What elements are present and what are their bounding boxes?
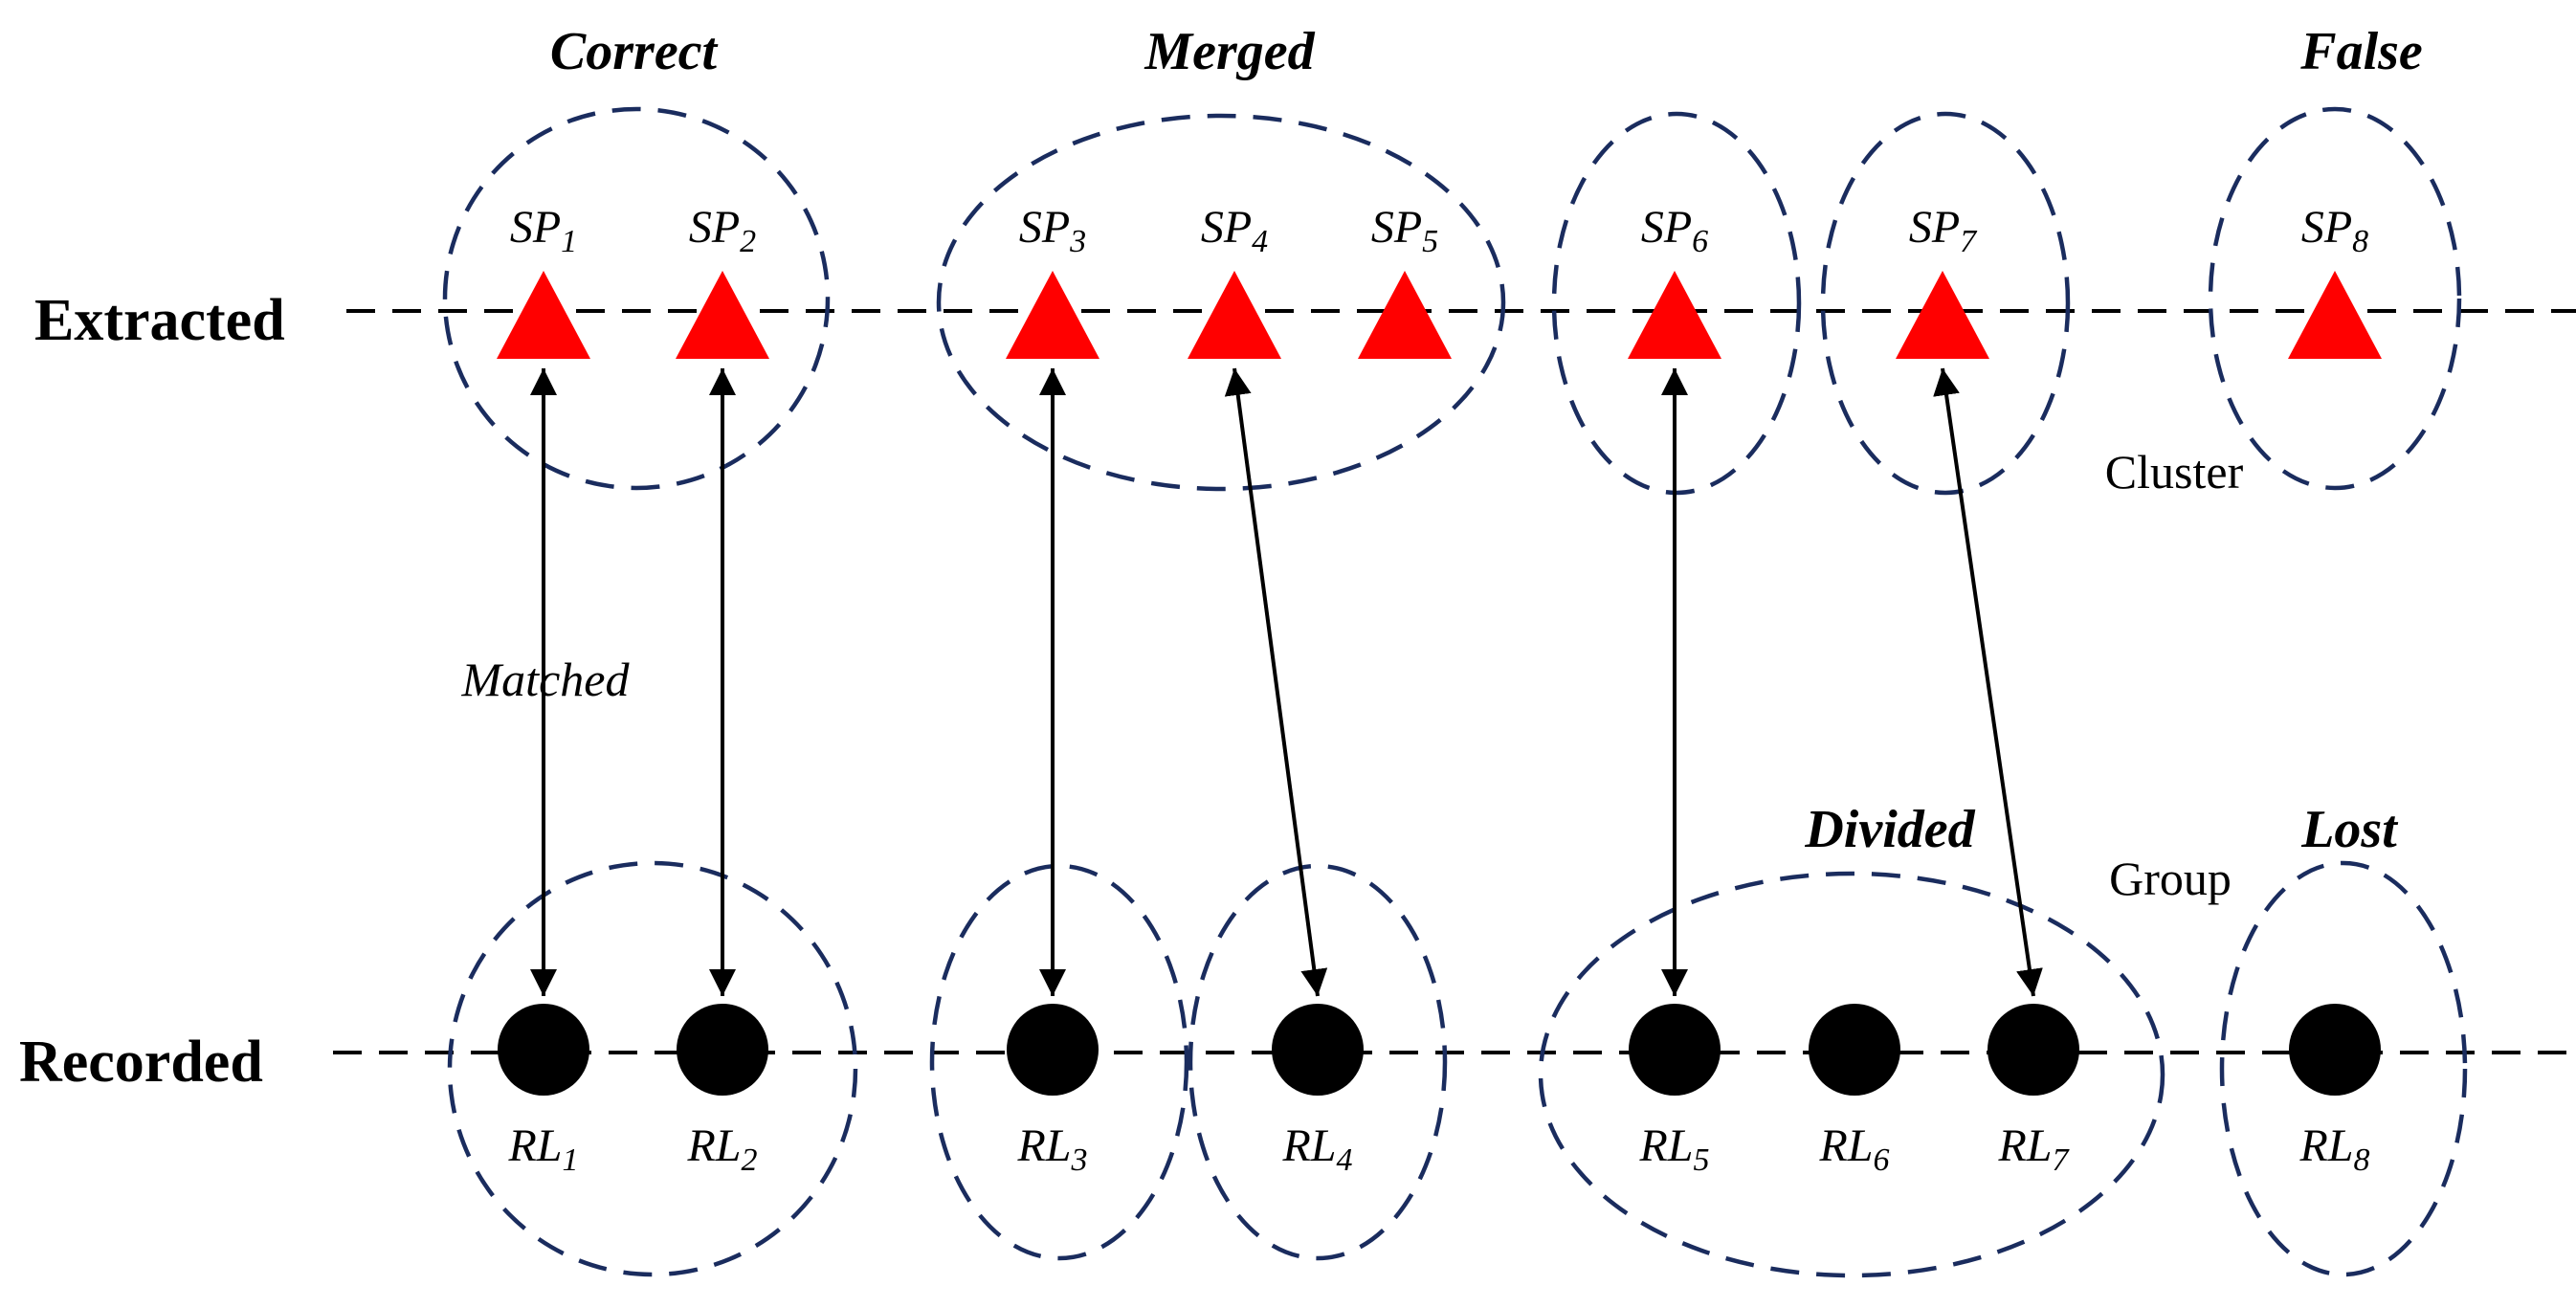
rl-node-label: RL5 [1638,1120,1709,1178]
lost-label: Lost [2300,800,2398,859]
sp-node-label: SP2 [689,202,756,259]
rl-markers [498,1004,2381,1096]
sp-node-label: SP8 [2301,202,2368,259]
rl-circle [1629,1004,1721,1096]
divided-label: Divided [1804,800,1975,859]
cluster-merged [936,113,1506,492]
sp-triangle [1358,271,1452,359]
rl-labels: RL1 RL2 RL3 RL4 RL5 RL6 RL7 RL8 [507,1120,2369,1178]
cluster-ellipses [442,106,2462,496]
group-rl4 [1188,863,1448,1261]
correct-label: Correct [550,22,719,81]
rl-circle [1809,1004,1900,1096]
rl-node-label: RL6 [1818,1120,1889,1178]
group-rl3 [929,863,1189,1261]
sp-triangle [1006,271,1099,359]
sp-node-label: SP4 [1201,202,1268,259]
sp-node-label: SP7 [1909,202,1978,259]
false-label: False [2299,22,2423,81]
sp-labels: SP1 SP2 SP3 SP4 SP5 SP6 SP7 SP8 [510,202,2368,259]
extracted-row-label: Extracted [34,288,285,353]
sp-node-label: SP1 [510,202,577,259]
sp-node-label: SP3 [1019,202,1086,259]
rl-node-label: RL2 [686,1120,757,1178]
rl-node-label: RL3 [1016,1120,1087,1178]
rl-node-label: RL4 [1281,1120,1352,1178]
group-ellipses [447,860,2468,1278]
group-divided [1538,871,2165,1278]
rl-node-label: RL1 [507,1120,578,1178]
sp-node-label: SP6 [1641,202,1708,259]
group-lost [2219,860,2468,1277]
rl-circle [677,1004,768,1096]
sp-triangle [2288,271,2382,359]
cluster-correct [442,106,831,491]
group-correct [447,860,858,1277]
rl-circle [1272,1004,1364,1096]
rl-circle [1007,1004,1099,1096]
sp-markers [497,271,2382,359]
sp-node-label: SP5 [1371,202,1438,259]
cluster-false [2208,106,2462,491]
sp-triangle [1188,271,1281,359]
cluster-label: Cluster [2105,445,2244,499]
sp-triangle [1896,271,1989,359]
match-links [530,367,2043,997]
merged-label: Merged [1144,22,1315,81]
match-arrow [1224,367,1328,997]
sp-triangle [676,271,769,359]
rl-circle [2289,1004,2381,1096]
rl-node-label: RL8 [2298,1120,2369,1178]
sp-triangle [497,271,590,359]
rl-circle [1988,1004,2079,1096]
rl-node-label: RL7 [1997,1120,2070,1178]
group-label: Group [2109,852,2232,905]
sp-triangle [1628,271,1721,359]
match-arrow [1933,367,2043,997]
recorded-row-label: Recorded [19,1030,263,1095]
rl-circle [498,1004,589,1096]
